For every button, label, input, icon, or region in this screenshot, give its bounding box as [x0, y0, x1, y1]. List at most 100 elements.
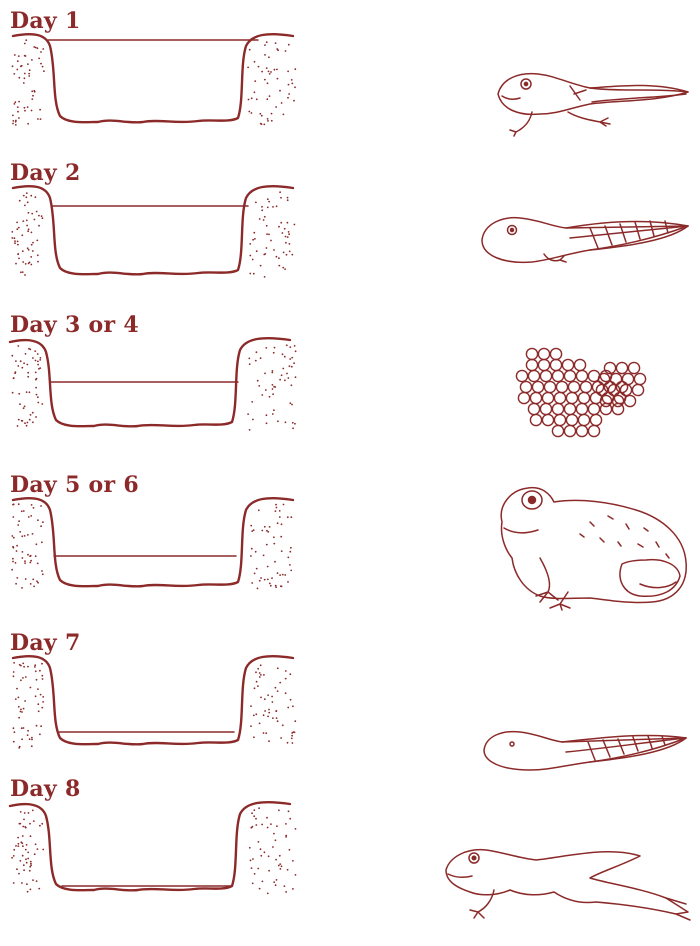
egg — [540, 403, 551, 414]
soil-dot — [261, 123, 263, 125]
soil-dot — [252, 419, 254, 421]
soil-dot — [287, 557, 289, 559]
soil-dot — [277, 690, 279, 692]
soil-dot — [291, 735, 293, 737]
egg — [578, 414, 589, 425]
soil-dot — [32, 579, 34, 581]
soil-dot — [37, 118, 39, 120]
soil-dot — [263, 714, 265, 716]
soil-dot — [264, 79, 266, 81]
soil-dot — [264, 526, 266, 528]
soil-dot — [35, 196, 37, 198]
soil-dot — [249, 255, 251, 257]
soil-dot — [278, 865, 280, 867]
egg — [632, 384, 643, 395]
soil-dot — [277, 572, 279, 574]
soil-dot — [277, 667, 279, 669]
soil-dot — [29, 823, 31, 825]
soil-dot — [25, 353, 27, 355]
soil-dot — [11, 237, 13, 239]
soil-dot — [37, 703, 39, 705]
soil-dot — [37, 254, 39, 256]
soil-dot — [38, 215, 40, 217]
soil-dot — [24, 110, 26, 112]
soil-dot — [28, 516, 30, 518]
soil-dot — [255, 671, 257, 673]
soil-dot — [25, 196, 27, 198]
soil-dot — [267, 827, 269, 829]
soil-dot — [267, 118, 269, 120]
soil-dot — [289, 358, 291, 360]
soil-dot — [13, 882, 15, 884]
soil-dot — [288, 84, 290, 86]
soil-dot — [257, 685, 259, 687]
soil-dot — [252, 259, 254, 261]
soil-dot — [256, 98, 258, 100]
soil-dot — [34, 350, 36, 352]
soil-dot — [17, 365, 19, 367]
soil-dot — [271, 577, 273, 579]
soil-dot — [256, 351, 258, 353]
soil-dot — [21, 738, 23, 740]
soil-dot — [280, 868, 282, 870]
soil-dot — [13, 503, 15, 505]
soil-dot — [284, 228, 286, 230]
soil-dot — [29, 391, 31, 393]
soil-dot — [258, 66, 260, 68]
soil-dot — [42, 217, 44, 219]
soil-dot — [42, 521, 44, 523]
soil-dot — [35, 360, 37, 362]
soil-dot — [257, 380, 259, 382]
soil-dot — [26, 862, 28, 864]
soil-dot — [30, 264, 32, 266]
soil-dot — [268, 870, 270, 872]
soil-dot — [266, 247, 268, 249]
soil-dot — [24, 562, 26, 564]
soil-dot — [37, 563, 39, 565]
soil-dot — [292, 860, 294, 862]
soil-dot — [270, 71, 272, 73]
egg — [564, 370, 575, 381]
soil-dot — [21, 510, 23, 512]
soil-dot — [281, 865, 283, 867]
soil-dot — [41, 570, 43, 572]
soil-dot — [41, 663, 43, 665]
soil-dot — [19, 664, 21, 666]
egg — [540, 370, 551, 381]
soil-dot — [272, 384, 274, 386]
soil-dot — [18, 873, 20, 875]
soil-dot — [42, 678, 44, 680]
soil-dot — [36, 211, 38, 213]
soil-dot — [285, 836, 287, 838]
soil-dot — [29, 562, 31, 564]
soil-dot — [248, 99, 250, 101]
soil-dot — [265, 389, 267, 391]
soil-dot — [22, 663, 24, 665]
soil-dot — [32, 357, 34, 359]
soil-dot — [21, 727, 23, 729]
soil-dot — [268, 855, 270, 857]
pond-cross-section — [8, 798, 298, 908]
soil-dot — [264, 710, 266, 712]
egg-cluster — [516, 348, 645, 436]
soil-dot — [259, 676, 261, 678]
egg — [532, 381, 543, 392]
soil-dot — [264, 216, 266, 218]
soil-dot — [258, 807, 260, 809]
soil-dot — [36, 679, 38, 681]
soil-dot — [259, 723, 261, 725]
soil-dot — [16, 228, 18, 230]
soil-dot — [24, 560, 26, 562]
pond-basin-outline — [10, 802, 290, 890]
soil-dot — [12, 558, 14, 560]
soil-dot — [14, 237, 16, 239]
soil-dot — [39, 359, 41, 361]
soil-dot — [280, 222, 282, 224]
soil-dot — [22, 220, 24, 222]
soil-dot — [272, 413, 274, 415]
soil-dot — [266, 414, 268, 416]
soil-dot — [19, 403, 21, 405]
soil-dot — [276, 879, 278, 881]
soil-dot — [250, 860, 252, 862]
soil-dot — [295, 874, 297, 876]
